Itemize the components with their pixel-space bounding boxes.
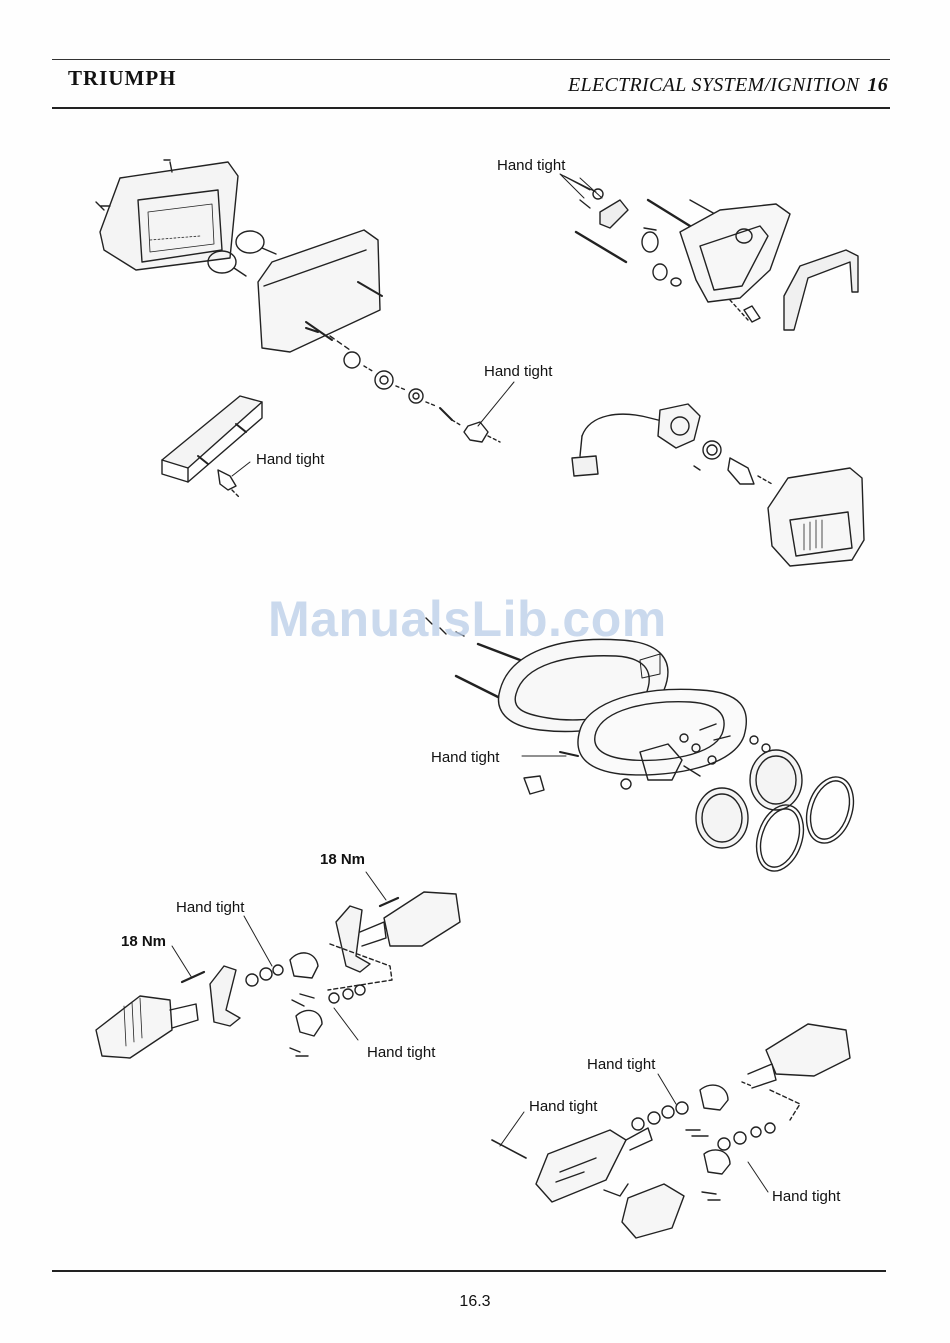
label-front-indicator-holder: Hand tight (367, 1044, 435, 1061)
label-rear-indicator-top: Hand tight (587, 1056, 655, 1073)
number-plate-lamp-drawing (572, 404, 864, 566)
footer-rule (52, 1270, 886, 1272)
label-tail-lamp-nut: Hand tight (484, 363, 552, 380)
label-front-indicator-nut: Hand tight (176, 899, 244, 916)
page-number: 16.3 (0, 1293, 950, 1311)
tail-lamp-assembly-drawing (96, 160, 500, 442)
label-headlamp-screw: Hand tight (431, 749, 499, 766)
label-indicator-bolt-torque-right: 18 Nm (320, 851, 365, 868)
twin-headlamp-drawing (426, 618, 861, 877)
licence-plate-bracket-drawing (162, 396, 262, 498)
label-plate-bracket-nut: Hand tight (256, 451, 324, 468)
label-indicator-bolt-torque-left: 18 Nm (121, 933, 166, 950)
label-rear-indicator-screw: Hand tight (529, 1098, 597, 1115)
front-indicators-drawing (96, 892, 460, 1058)
rear-light-bracket-drawing (564, 176, 858, 330)
label-rear-indicator-holder: Hand tight (772, 1188, 840, 1205)
label-rear-bracket-screws: Hand tight (497, 157, 565, 174)
watermark: ManualsLib.com (268, 590, 667, 648)
rear-indicators-drawing (492, 1024, 850, 1238)
